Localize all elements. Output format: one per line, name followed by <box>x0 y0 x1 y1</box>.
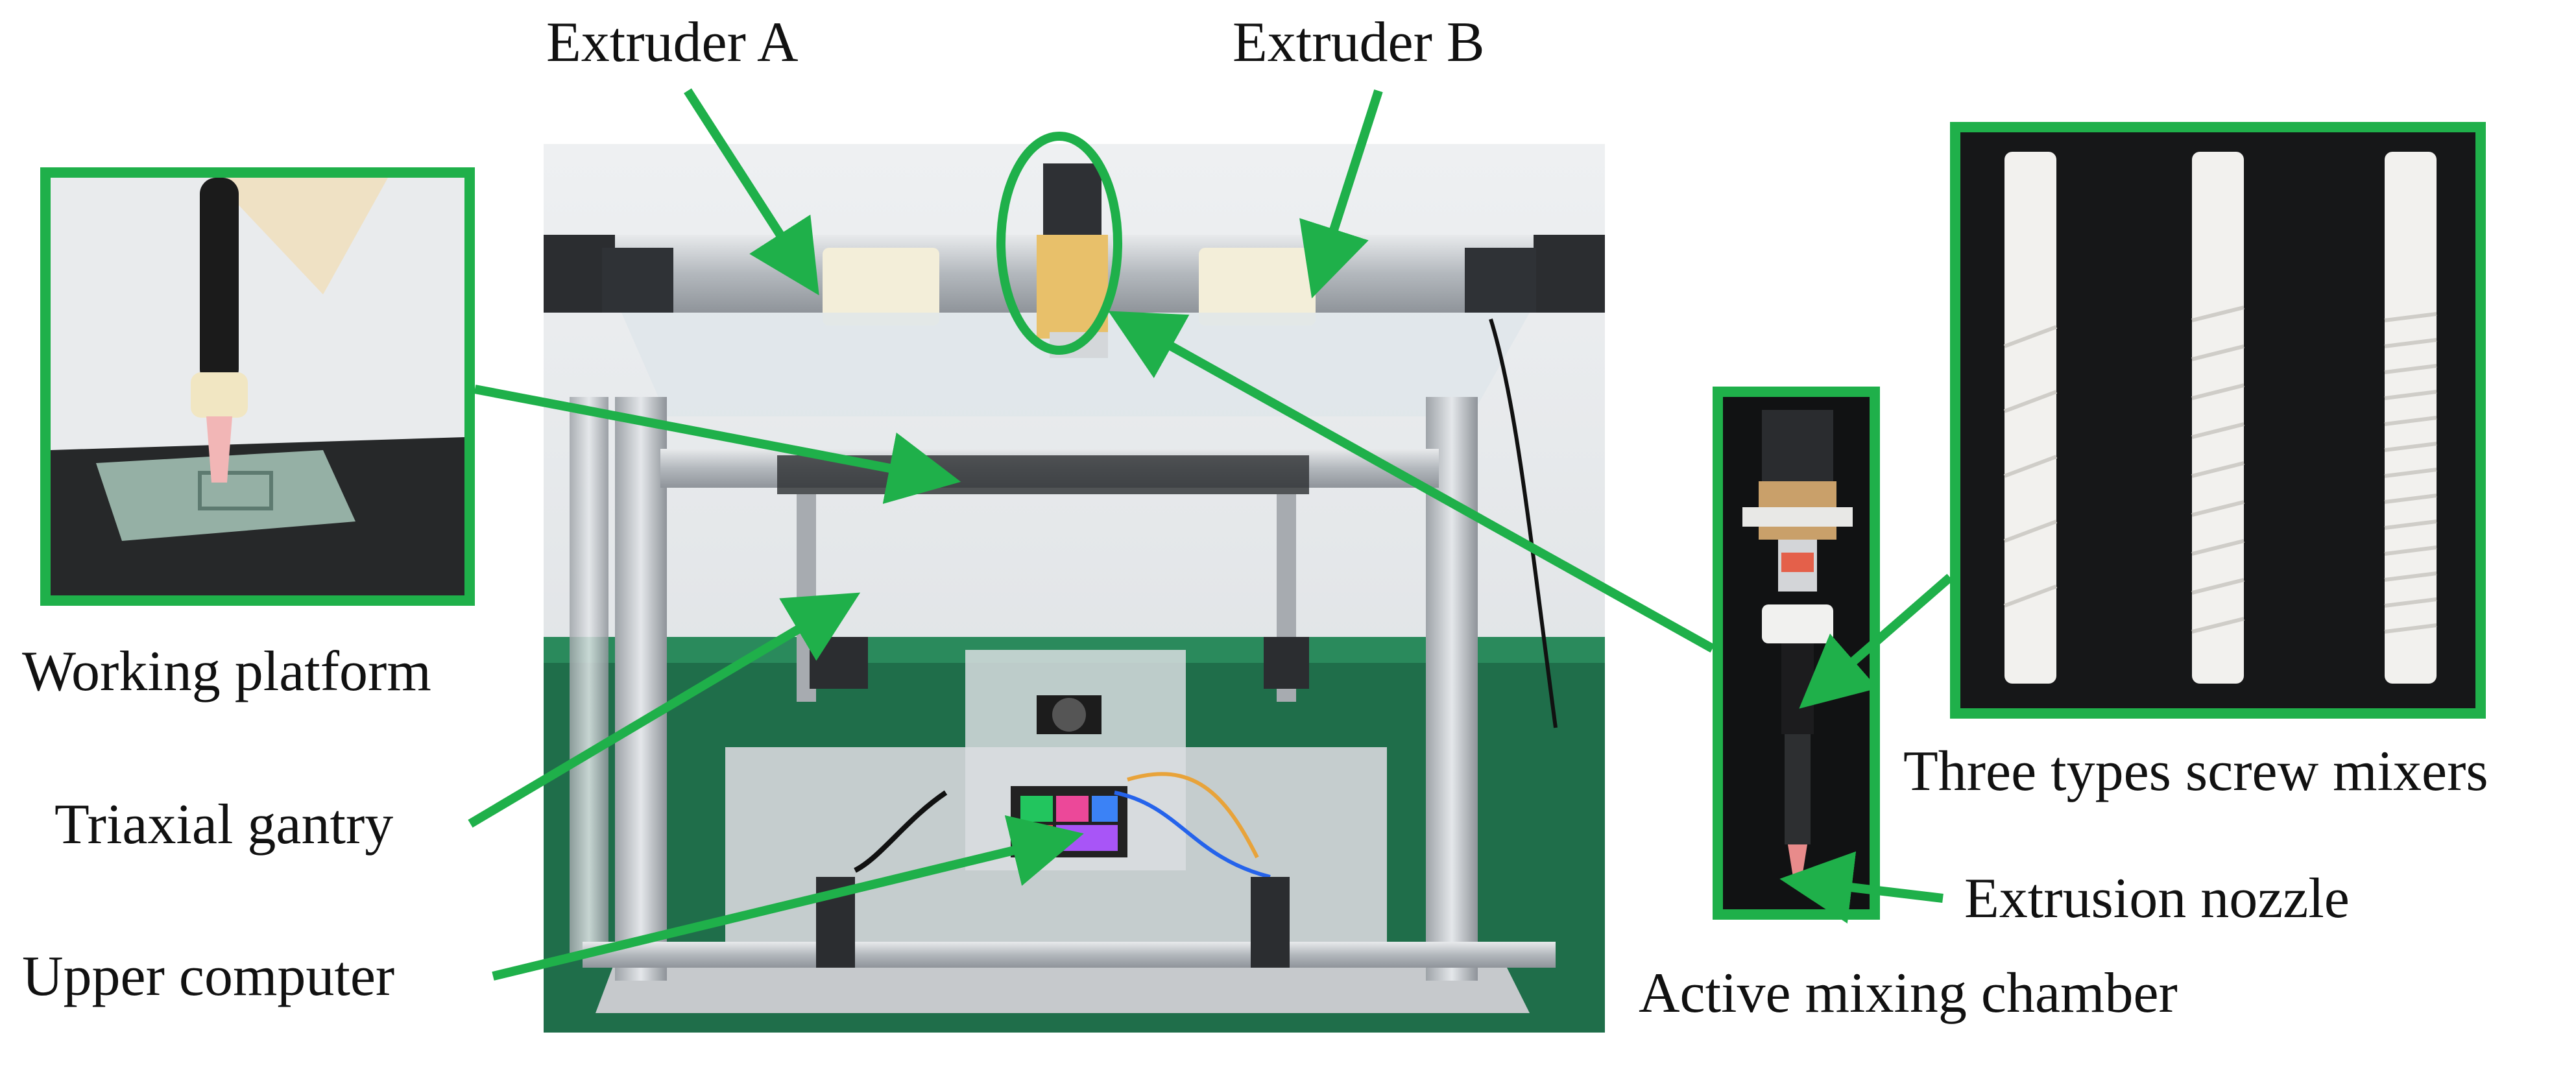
extruder-b-label: Extruder B <box>1233 11 1485 74</box>
printer-photo <box>544 144 1605 1033</box>
working-platform-label: Working platform <box>22 640 431 703</box>
screw-mixers-inset <box>1950 122 2486 719</box>
upper-computer-label: Upper computer <box>22 945 395 1008</box>
extrusion-nozzle-label: Extrusion nozzle <box>1964 867 2350 930</box>
extruder-a-label: Extruder A <box>546 11 799 74</box>
active-mixing-chamber-inset <box>1713 387 1880 920</box>
triaxial-gantry-label: Triaxial gantry <box>54 793 394 856</box>
working-platform-inset <box>40 167 475 606</box>
screw-mixers-label: Three types screw mixers <box>1903 740 2488 803</box>
active-mixing-chamber-label: Active mixing chamber <box>1639 962 2178 1025</box>
